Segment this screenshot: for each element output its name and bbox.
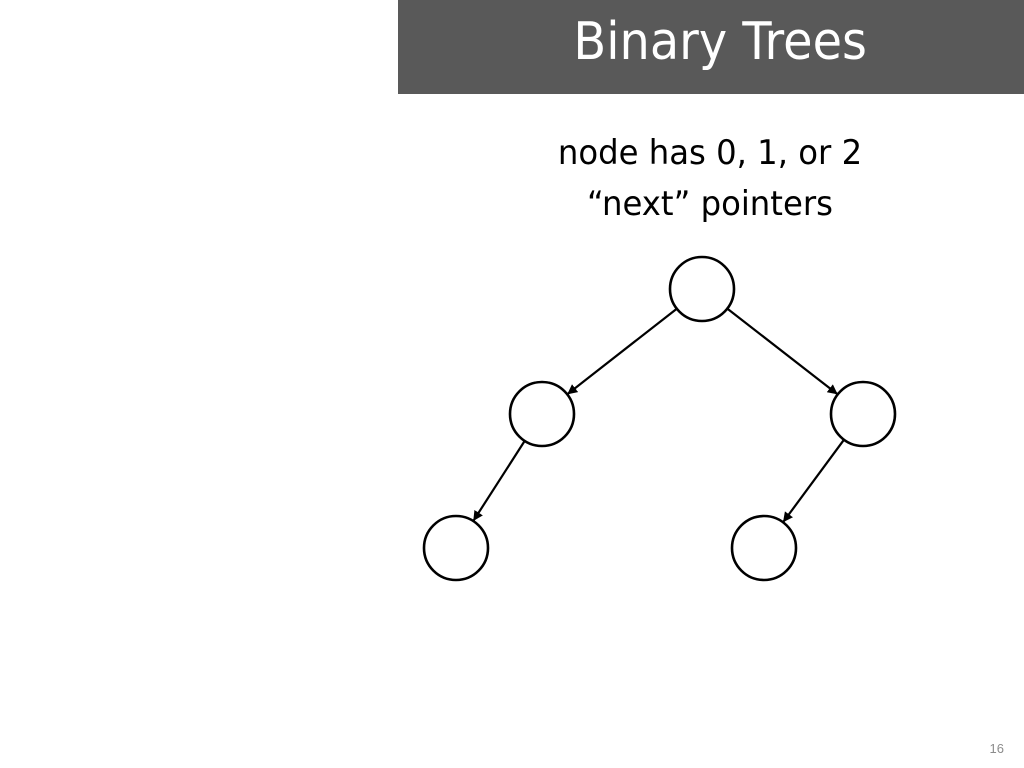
edge-left-to-left-left xyxy=(472,440,526,522)
edge-root-to-left xyxy=(567,307,678,395)
tree-node-right xyxy=(829,380,897,448)
tree-node-left xyxy=(508,380,576,448)
edge-root-to-right xyxy=(726,307,838,395)
title-bar: Binary Trees xyxy=(398,0,1024,94)
tree-node-right-left xyxy=(730,514,798,582)
tree-node-root xyxy=(668,255,736,323)
slide-subtitle: node has 0, 1, or 2 “next” pointers xyxy=(500,128,920,230)
slide-title: Binary Trees xyxy=(573,12,867,72)
subtitle-line-1: node has 0, 1, or 2 xyxy=(557,133,863,173)
nodes-layer xyxy=(422,255,897,582)
page-number: 16 xyxy=(989,741,1004,756)
subtitle-line-2: “next” pointers xyxy=(587,184,833,224)
edges-layer xyxy=(472,307,845,523)
tree-node-left-left xyxy=(422,514,490,582)
edge-right-to-right-left xyxy=(782,439,845,523)
